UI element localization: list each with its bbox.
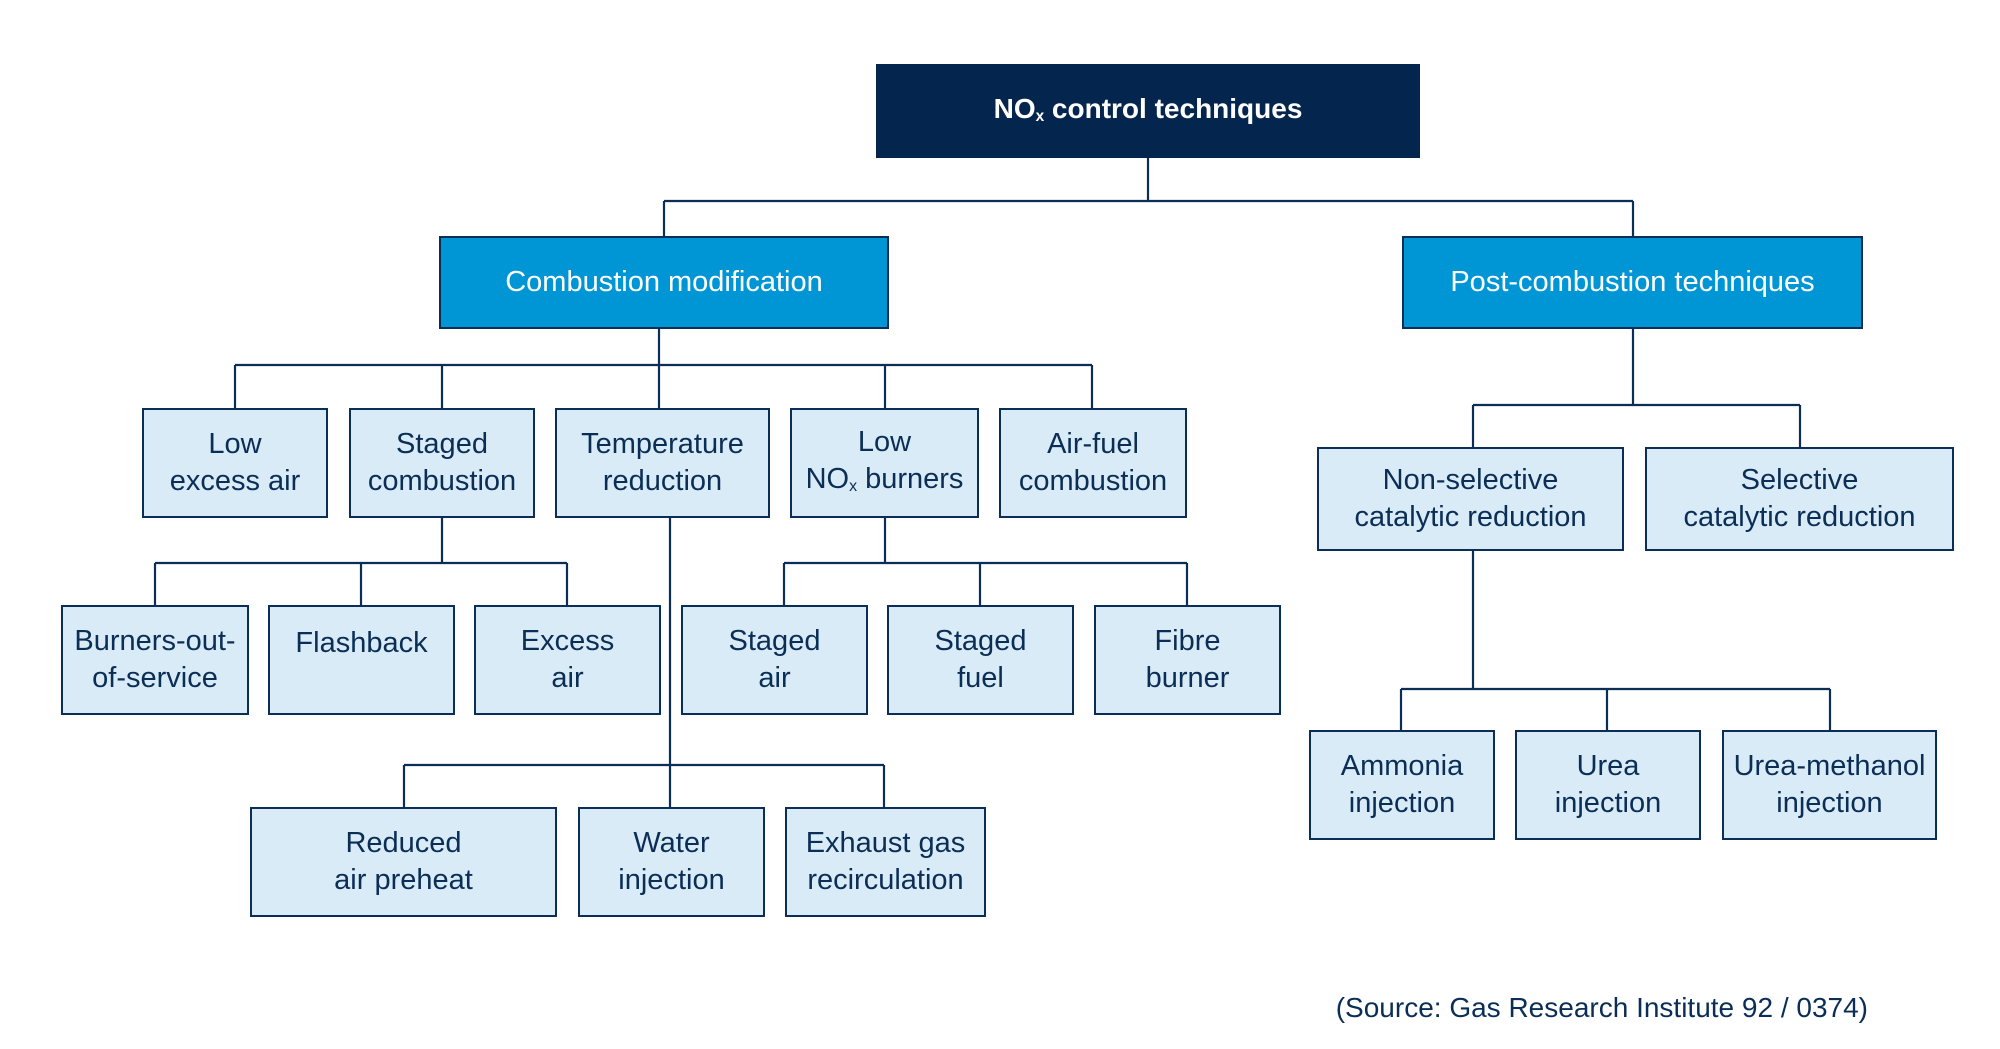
node-urea-injection: Urea injection <box>1515 730 1701 840</box>
node-post-combustion-techniques: Post-combustion techniques <box>1402 236 1863 329</box>
label-burners-out-of-service: Burners-out- of-service <box>74 625 236 694</box>
node-burners-out-of-service: Burners-out- of-service <box>61 605 249 715</box>
node-water-injection: Water injection <box>578 807 765 917</box>
root-title-prefix: NO <box>993 93 1036 124</box>
root-title-subscript: x <box>1035 107 1045 125</box>
label-urea-methanol-injection: Urea-methanol injection <box>1733 750 1926 819</box>
label-fibre-burner: Fibre burner <box>1145 625 1230 694</box>
node-staged-air: Staged air <box>681 605 868 715</box>
label-reduced-air-preheat: Reduced air preheat <box>334 827 473 896</box>
label-staged-air: Staged air <box>728 625 821 694</box>
node-flashback: Flashback <box>268 605 455 715</box>
node-air-fuel-combustion: Air-fuel combustion <box>999 408 1187 518</box>
label-low-nox-suffix: burners <box>857 463 964 495</box>
label-low-excess-air: Low excess air <box>169 428 301 497</box>
root-title-suffix: control techniques <box>1044 93 1303 124</box>
label-water-injection: Water injection <box>618 827 725 896</box>
label-post-combustion-techniques: Post-combustion techniques <box>1450 266 1815 298</box>
node-fibre-burner: Fibre burner <box>1094 605 1281 715</box>
label-ammonia-injection: Ammonia injection <box>1340 750 1464 819</box>
node-staged-fuel: Staged fuel <box>887 605 1074 715</box>
node-urea-methanol-injection: Urea-methanol injection <box>1722 730 1937 840</box>
label-air-fuel-combustion: Air-fuel combustion <box>1018 428 1168 497</box>
label-combustion-modification: Combustion modification <box>505 266 823 298</box>
label-staged-combustion: Staged combustion <box>367 428 517 497</box>
node-staged-combustion: Staged combustion <box>349 408 535 518</box>
node-low-excess-air: Low excess air <box>142 408 328 518</box>
label-temperature-reduction: Temperature reduction <box>581 428 744 497</box>
label-exhaust-gas-recirculation: Exhaust gas recirculation <box>805 827 966 896</box>
label-staged-fuel: Staged fuel <box>934 625 1027 694</box>
label-low-nox-prefix: NO <box>805 463 850 495</box>
node-reduced-air-preheat: Reduced air preheat <box>250 807 557 917</box>
label-selective-catalytic-reduction: Selective catalytic reduction <box>1683 464 1916 533</box>
node-exhaust-gas-recirculation: Exhaust gas recirculation <box>785 807 986 917</box>
source-note: (Source: Gas Research Institute 92 / 037… <box>1335 992 1868 1023</box>
label-excess-air: Excess air <box>520 625 615 694</box>
node-selective-catalytic-reduction: Selective catalytic reduction <box>1645 447 1954 551</box>
node-temperature-reduction: Temperature reduction <box>555 408 770 518</box>
label-non-selective-catalytic-reduction: Non-selective catalytic reduction <box>1354 464 1587 533</box>
label-urea-injection: Urea injection <box>1554 750 1662 819</box>
label-flashback: Flashback <box>295 627 428 659</box>
root-node-nox-control-techniques: NOx control techniques <box>876 64 1420 158</box>
node-combustion-modification: Combustion modification <box>439 236 889 329</box>
label-low-nox-line1: Low <box>857 426 912 458</box>
node-excess-air: Excess air <box>474 605 661 715</box>
node-non-selective-catalytic-reduction: Non-selective catalytic reduction <box>1317 447 1624 551</box>
label-low-nox-subscript: x <box>849 477 858 495</box>
node-ammonia-injection: Ammonia injection <box>1309 730 1495 840</box>
